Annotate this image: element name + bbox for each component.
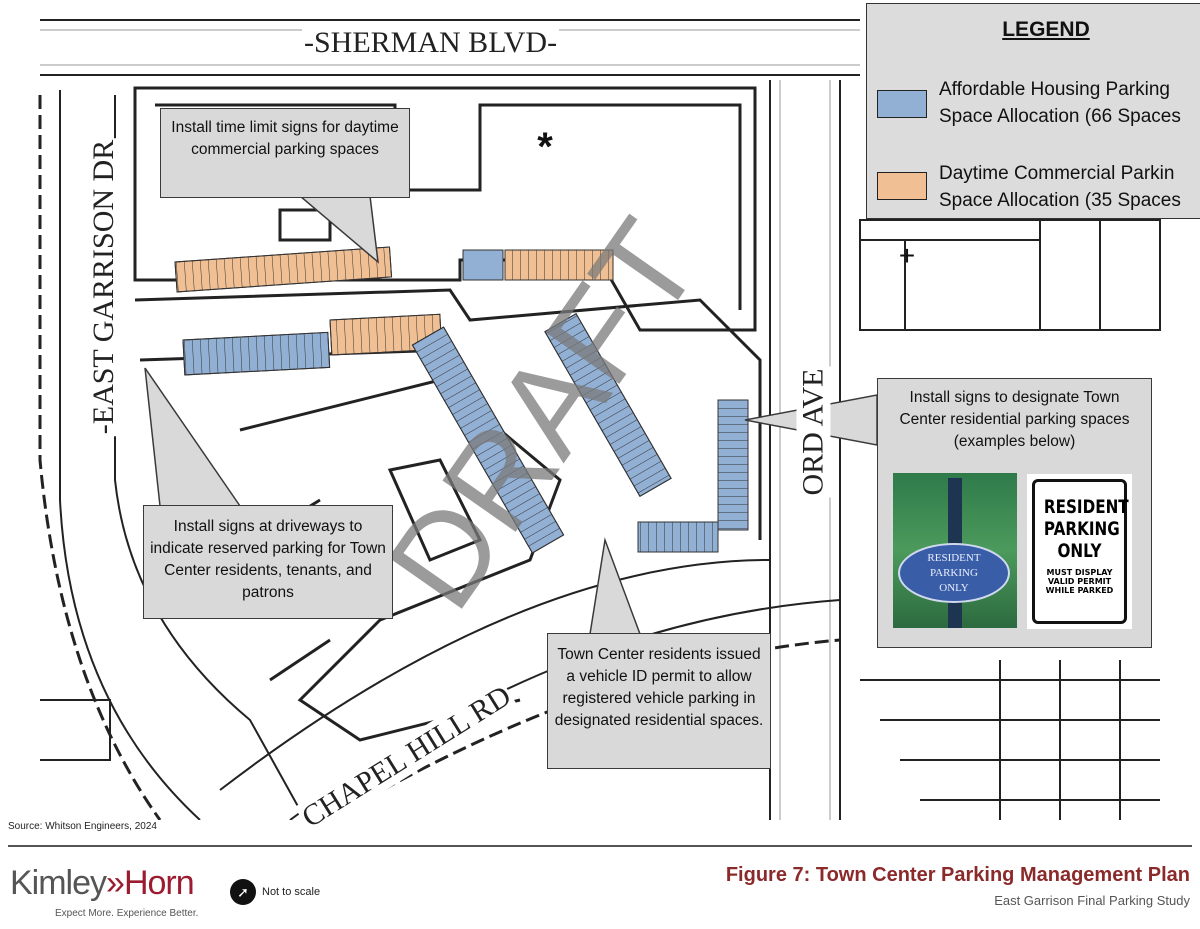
callout-driveway-signs: Install signs at driveways to indicate r… <box>143 505 393 619</box>
figure-title: Figure 7: Town Center Parking Management… <box>725 864 1190 886</box>
legend-swatch-affordable <box>877 90 927 118</box>
legend-label-line: Daytime Commercial Parkin <box>939 163 1175 184</box>
rect-sign-subline: VALID PERMIT <box>1047 577 1112 586</box>
footer-divider <box>8 845 1192 847</box>
callout-time-limit-signs: Install time limit signs for daytime com… <box>160 108 410 198</box>
legend-label-line: Space Allocation (66 Spaces <box>939 106 1181 127</box>
callout-designate-text: Install signs to designate Town Center r… <box>899 389 1130 450</box>
callout-vehicle-permit: Town Center residents issued a vehicle I… <box>547 633 771 769</box>
asterisk-symbol: * <box>537 125 553 169</box>
kimley-horn-logo: Kimley»Horn <box>10 864 195 903</box>
legend-label-affordable: Affordable Housing Parking Space Allocat… <box>939 76 1181 130</box>
oval-sign-line: RESIDENT <box>927 552 981 564</box>
legend-title: LEGEND <box>1002 18 1090 41</box>
north-arrow-icon: ➚ <box>230 879 256 905</box>
scale-note: Not to scale <box>262 886 321 898</box>
street-label-ord: ORD AVE <box>796 366 831 498</box>
legend-label-commercial: Daytime Commercial Parkin Space Allocati… <box>939 160 1181 214</box>
rect-sign-subline: MUST DISPLAY <box>1046 568 1113 577</box>
legend-swatch-commercial <box>877 172 927 200</box>
oval-sign-photo: RESIDENT PARKING ONLY <box>893 473 1017 628</box>
street-label-east-garrison: -EAST GARRISON DR <box>87 137 122 437</box>
rect-sign-line: PARKING <box>1043 518 1120 540</box>
logo-arrows: » <box>106 864 125 902</box>
source-note: Source: Whitson Engineers, 2024 <box>8 821 157 832</box>
street-label-sherman: -SHERMAN BLVD- <box>302 26 560 60</box>
logo-horn: Horn <box>123 864 195 902</box>
plus-symbol: + <box>899 240 915 271</box>
rect-sign-line: ONLY <box>1057 540 1102 562</box>
figure-subtitle: East Garrison Final Parking Study <box>994 893 1190 908</box>
legend-label-line: Affordable Housing Parking <box>939 79 1170 100</box>
rect-sign: RESIDENT PARKING ONLY MUST DISPLAY VALID… <box>1027 474 1132 629</box>
affordable-parking-stalls <box>182 249 749 554</box>
oval-sign-line: PARKING <box>930 567 978 579</box>
logo-tagline: Expect More. Experience Better. <box>55 908 199 919</box>
commercial-parking-stalls <box>174 246 614 356</box>
logo-kimley: Kimley <box>10 864 107 902</box>
legend: LEGEND Affordable Housing Parking Space … <box>866 3 1200 219</box>
rect-sign-subline: WHILE PARKED <box>1045 586 1114 595</box>
rect-sign-line: RESIDENT <box>1043 496 1129 518</box>
legend-label-line: Space Allocation (35 Spaces <box>939 190 1181 211</box>
oval-sign-line: ONLY <box>939 582 969 594</box>
